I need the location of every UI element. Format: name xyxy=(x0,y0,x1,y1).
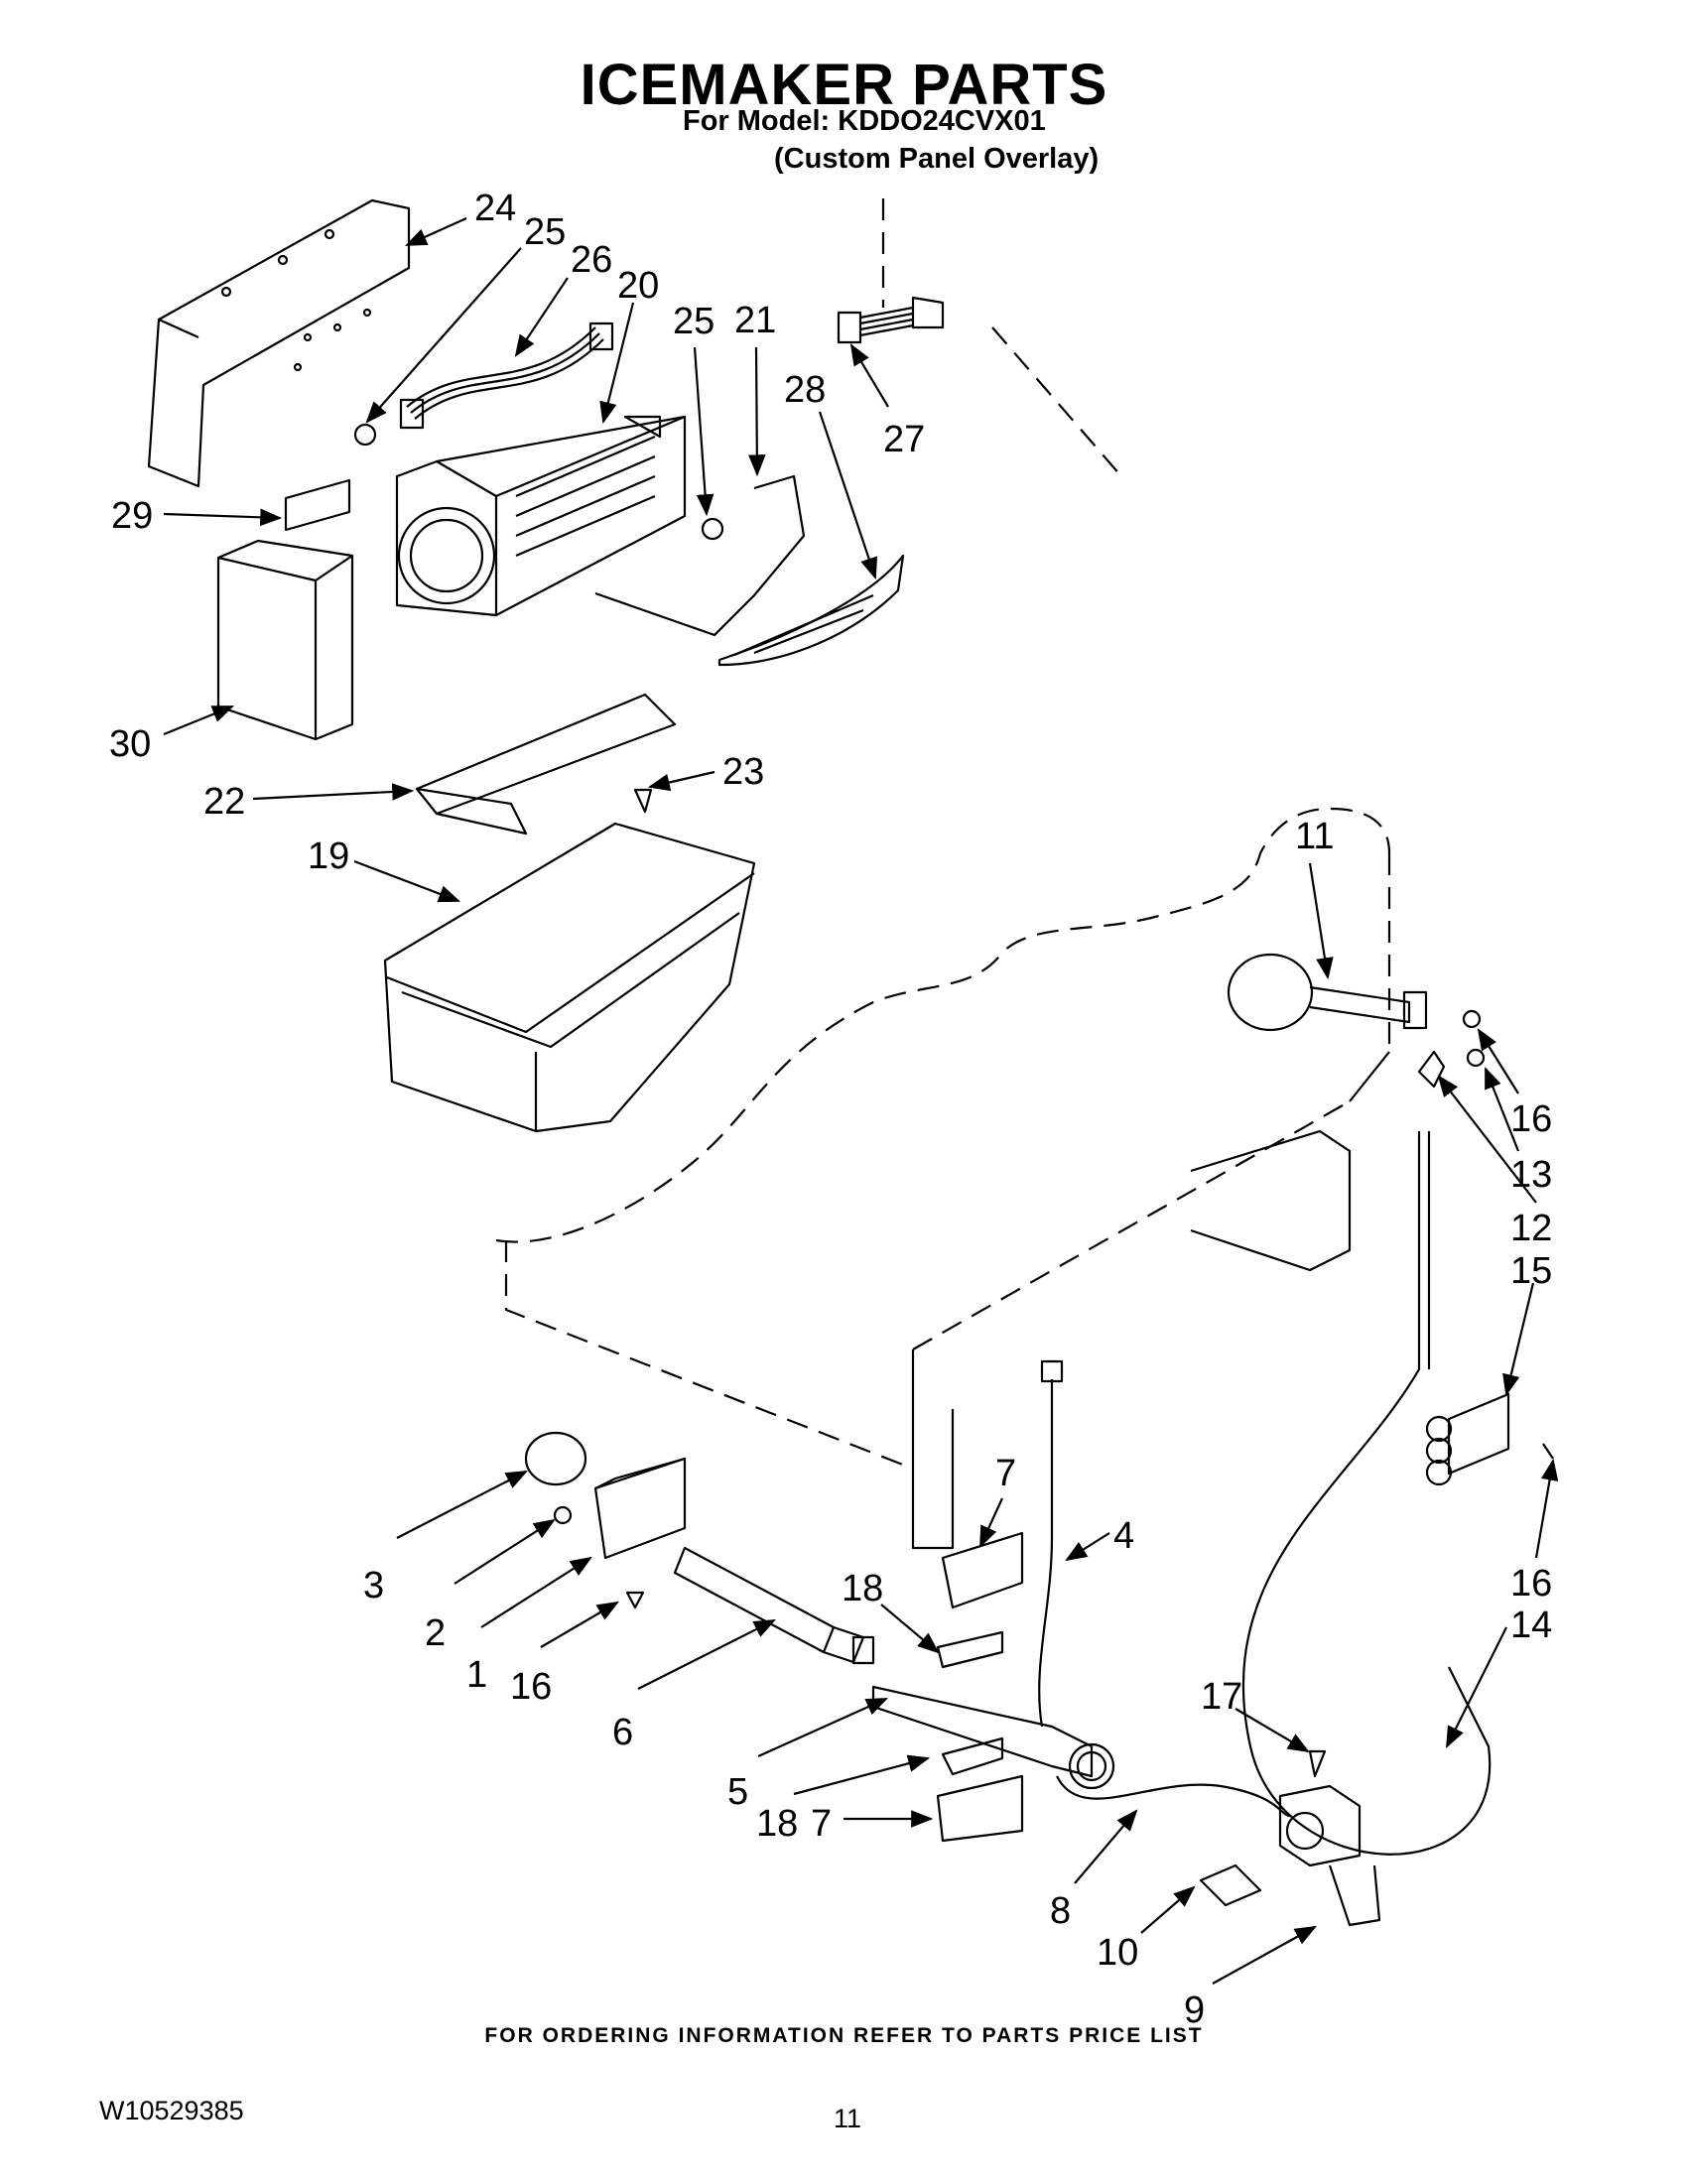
part-water-valve xyxy=(1278,1784,1381,1927)
callout-11: 11 xyxy=(1295,816,1334,857)
page-title: ICEMAKER PARTS xyxy=(580,53,1108,117)
part-screw xyxy=(1542,1443,1554,1460)
callout-16: 16 xyxy=(510,1666,552,1708)
part-screw xyxy=(1308,1749,1327,1778)
callout-15: 15 xyxy=(1510,1250,1552,1292)
ordering-note: FOR ORDERING INFORMATION REFER TO PARTS … xyxy=(484,2024,1204,2047)
callout-28: 28 xyxy=(784,369,826,411)
part-label xyxy=(284,478,351,532)
callout-25: 25 xyxy=(524,211,566,253)
callout-9: 9 xyxy=(1184,1990,1205,2031)
callout-13: 13 xyxy=(1510,1154,1552,1196)
callout-4: 4 xyxy=(1113,1515,1134,1557)
callout-24: 24 xyxy=(474,188,516,229)
part-shutoff-arm xyxy=(594,474,806,637)
callout-25: 25 xyxy=(673,301,714,342)
callout-29: 29 xyxy=(111,495,153,537)
callout-6: 6 xyxy=(612,1712,633,1753)
callout-18: 18 xyxy=(842,1568,883,1609)
part-pin xyxy=(633,788,653,814)
part-cap xyxy=(524,1431,587,1486)
callout-18: 18 xyxy=(756,1803,798,1845)
callout-23: 23 xyxy=(722,751,764,793)
part-tray xyxy=(717,554,905,667)
part-filter-head xyxy=(593,1457,687,1560)
callout-22: 22 xyxy=(203,781,245,823)
part-mounting-plate xyxy=(147,198,411,488)
part-clamp xyxy=(1425,1392,1510,1486)
part-screw xyxy=(701,517,724,541)
part-tube xyxy=(1038,1379,1054,1728)
part-tape xyxy=(936,1630,1004,1669)
part-screw xyxy=(553,1505,573,1525)
callout-27: 27 xyxy=(883,419,925,460)
callout-7: 7 xyxy=(811,1803,832,1845)
callout-21: 21 xyxy=(734,300,776,341)
page-number: 11 xyxy=(834,2104,862,2133)
callout-3: 3 xyxy=(363,1565,384,1606)
part-cover xyxy=(216,539,354,741)
callout-12: 12 xyxy=(1510,1208,1552,1249)
part-pin xyxy=(625,1591,645,1609)
callout-14: 14 xyxy=(1510,1605,1552,1646)
part-wire-harness xyxy=(399,321,614,430)
part-water-tube xyxy=(1241,1131,1492,1856)
callout-20: 20 xyxy=(617,265,659,307)
callout-7: 7 xyxy=(995,1453,1016,1494)
part-bracket xyxy=(415,693,677,835)
part-side-channel xyxy=(911,1129,1352,1550)
callout-2: 2 xyxy=(425,1612,446,1654)
document-number: W10529385 xyxy=(99,2096,244,2125)
part-callouts: 24 25 26 20 25 21 28 27 29 30 22 23 19 1… xyxy=(109,188,1552,2031)
variant-line: (Custom Panel Overlay) xyxy=(774,143,1100,175)
part-water-line xyxy=(1056,1775,1291,1818)
callout-26: 26 xyxy=(571,239,612,281)
callout-10: 10 xyxy=(1097,1932,1138,1974)
part-fill-tube xyxy=(1227,953,1428,1032)
callout-8: 8 xyxy=(1050,1890,1071,1932)
part-housing xyxy=(871,1685,1115,1790)
part-mount-bracket xyxy=(1199,1863,1262,1907)
callout-16: 16 xyxy=(1510,1098,1552,1140)
callout-1: 1 xyxy=(466,1654,487,1696)
part-screw xyxy=(353,423,377,447)
callout-30: 30 xyxy=(109,723,151,765)
part-heater xyxy=(1417,1050,1446,1089)
callout-5: 5 xyxy=(727,1771,748,1813)
part-connector xyxy=(837,296,945,344)
part-foam-block xyxy=(936,1774,1024,1843)
part-ice-bin xyxy=(383,822,756,1133)
part-filter-cartridge xyxy=(673,1546,875,1665)
callout-16: 16 xyxy=(1510,1563,1552,1605)
callout-19: 19 xyxy=(308,835,349,877)
model-line: For Model: KDDO24CVX01 xyxy=(683,105,1046,137)
callout-17: 17 xyxy=(1201,1676,1242,1718)
part-icemaker xyxy=(395,415,687,617)
part-tape xyxy=(941,1736,1004,1776)
